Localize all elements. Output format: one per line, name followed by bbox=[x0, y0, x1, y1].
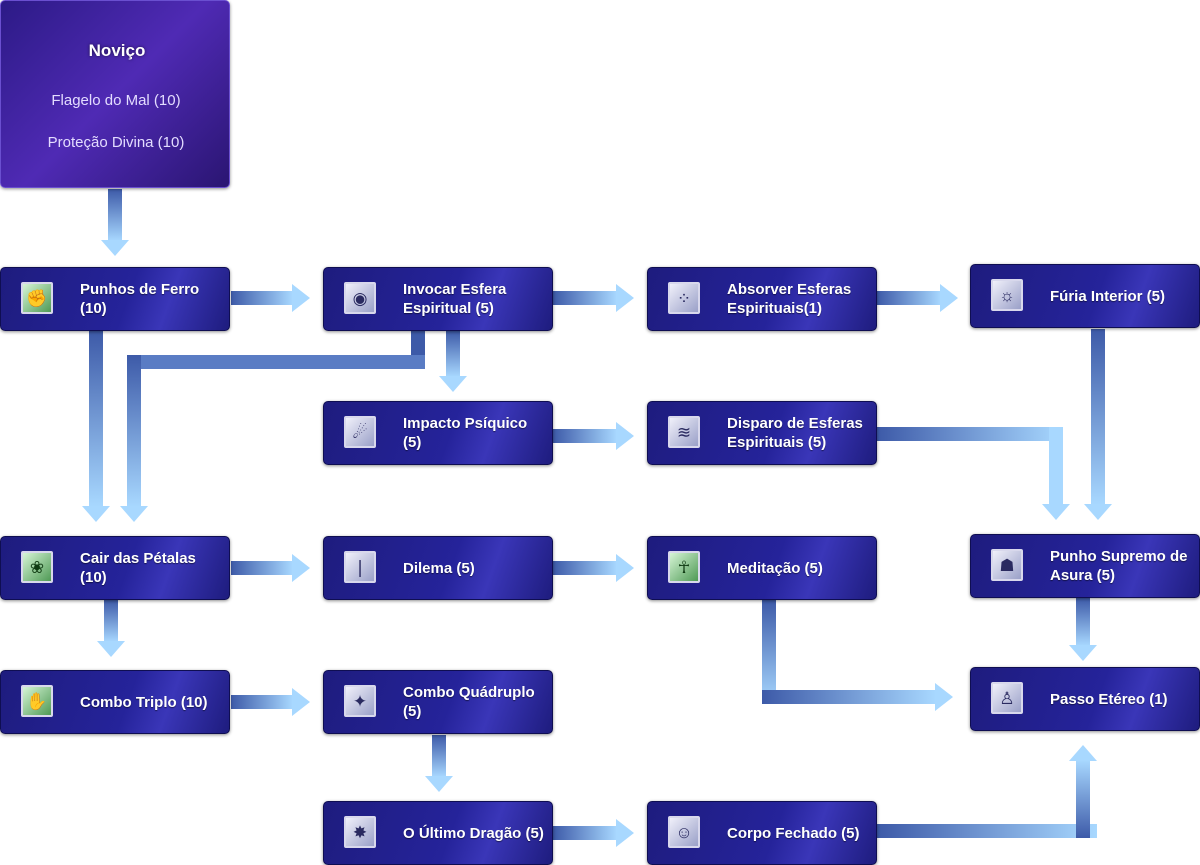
arrow-invocar-absorver bbox=[553, 291, 617, 305]
root-class-novico[interactable]: Noviço Flagelo do Mal (10) Proteção Divi… bbox=[0, 0, 230, 188]
quadruple-combo-icon: ✦ bbox=[344, 685, 376, 717]
arrow-absorver-furia bbox=[877, 291, 941, 305]
dragon-icon: ✸ bbox=[344, 816, 376, 848]
arrow-meditacao-passo bbox=[762, 600, 953, 711]
root-title: Noviço bbox=[81, 39, 153, 63]
skill-label: Corpo Fechado (5) bbox=[727, 824, 860, 842]
meditation-icon: ☥ bbox=[668, 551, 700, 583]
arrow-furia-asura bbox=[1091, 329, 1105, 505]
dilemma-icon: ❘ bbox=[344, 551, 376, 583]
skill-label: Combo Triplo (10) bbox=[80, 693, 208, 711]
skill-label: Passo Etéreo (1) bbox=[1050, 690, 1168, 708]
skill-node-combo-quadruplo[interactable]: ✦ Combo Quádruplo (5) bbox=[323, 670, 553, 734]
spirit-absorb-icon: ⁘ bbox=[668, 282, 700, 314]
skill-node-o-ultimo-dragao[interactable]: ✸ O Último Dragão (5) bbox=[323, 801, 553, 865]
skill-label: Punhos de Ferro (10) bbox=[80, 281, 200, 317]
skill-node-dilema[interactable]: ❘ Dilema (5) bbox=[323, 536, 553, 600]
arrow-impacto-disparo bbox=[553, 429, 617, 443]
arrow-quadruplo-dragao bbox=[432, 735, 446, 777]
skill-label: Impacto Psíquico (5) bbox=[403, 415, 528, 451]
arrow-invocar-impacto bbox=[446, 331, 460, 377]
fury-icon: ☼ bbox=[991, 279, 1023, 311]
psychic-strike-icon: ☄ bbox=[344, 416, 376, 448]
arrow-triplo-quadruplo bbox=[231, 695, 293, 709]
skill-label: O Último Dragão (5) bbox=[403, 824, 544, 842]
skill-label: Dilema (5) bbox=[403, 559, 475, 577]
skill-label: Meditação (5) bbox=[727, 559, 823, 577]
skill-label: Punho Supremo de Asura (5) bbox=[1050, 548, 1188, 584]
arrow-disparo-asura bbox=[877, 427, 1070, 520]
petals-icon: ❀ bbox=[21, 551, 53, 583]
arrow-asura-passo bbox=[1076, 598, 1090, 646]
root-skill-flagelo: Flagelo do Mal (10) bbox=[51, 92, 181, 109]
skill-node-punhos-de-ferro[interactable]: ✊ Punhos de Ferro (10) bbox=[0, 267, 230, 331]
arrow-dragao-corpo bbox=[553, 826, 617, 840]
skill-node-punho-supremo-de-asura[interactable]: ☗ Punho Supremo de Asura (5) bbox=[970, 534, 1200, 598]
skill-node-meditacao[interactable]: ☥ Meditação (5) bbox=[647, 536, 877, 600]
spirit-summon-icon: ◉ bbox=[344, 282, 376, 314]
arrow-petalas-triplo bbox=[104, 600, 118, 642]
triple-combo-icon: ✋ bbox=[21, 685, 53, 717]
fist-icon: ✊ bbox=[21, 282, 53, 314]
skill-node-absorver-esferas-espirituais[interactable]: ⁘ Absorver Esferas Espirituais(1) bbox=[647, 267, 877, 331]
arrow-corpo-passo bbox=[877, 745, 1097, 838]
skill-node-furia-interior[interactable]: ☼ Fúria Interior (5) bbox=[970, 264, 1200, 328]
skill-label: Disparo de Esferas Espirituais (5) bbox=[727, 415, 863, 451]
skill-node-impacto-psiquico[interactable]: ☄ Impacto Psíquico (5) bbox=[323, 401, 553, 465]
skill-node-disparo-de-esferas-espirituais[interactable]: ≋ Disparo de Esferas Espirituais (5) bbox=[647, 401, 877, 465]
closed-body-icon: ☺ bbox=[668, 816, 700, 848]
skill-node-passo-etereo[interactable]: ♙ Passo Etéreo (1) bbox=[970, 667, 1200, 731]
skill-label: Combo Quádruplo (5) bbox=[403, 684, 535, 720]
skill-label: Absorver Esferas Espirituais(1) bbox=[727, 281, 852, 317]
skill-node-invocar-esfera-espiritual[interactable]: ◉ Invocar Esfera Espiritual (5) bbox=[323, 267, 553, 331]
skill-label: Invocar Esfera Espiritual (5) bbox=[403, 281, 507, 317]
arrow-dilema-meditacao bbox=[553, 561, 617, 575]
skill-node-cair-das-petalas[interactable]: ❀ Cair das Pétalas (10) bbox=[0, 536, 230, 600]
arrow-punhos-petalas bbox=[89, 331, 103, 507]
spirit-shot-icon: ≋ bbox=[668, 416, 700, 448]
skill-node-combo-triplo[interactable]: ✋ Combo Triplo (10) bbox=[0, 670, 230, 734]
skill-node-corpo-fechado[interactable]: ☺ Corpo Fechado (5) bbox=[647, 801, 877, 865]
skill-label: Cair das Pétalas (10) bbox=[80, 550, 196, 586]
arrow-root-punhos bbox=[108, 189, 122, 241]
skill-label: Fúria Interior (5) bbox=[1050, 287, 1166, 305]
arrow-petalas-dilema bbox=[231, 561, 293, 575]
ethereal-step-icon: ♙ bbox=[991, 682, 1023, 714]
asura-icon: ☗ bbox=[991, 549, 1023, 581]
root-skill-protecao: Proteção Divina (10) bbox=[47, 134, 185, 151]
arrow-punhos-invocar bbox=[231, 291, 293, 305]
arrow-invocar-petalas bbox=[120, 331, 425, 522]
